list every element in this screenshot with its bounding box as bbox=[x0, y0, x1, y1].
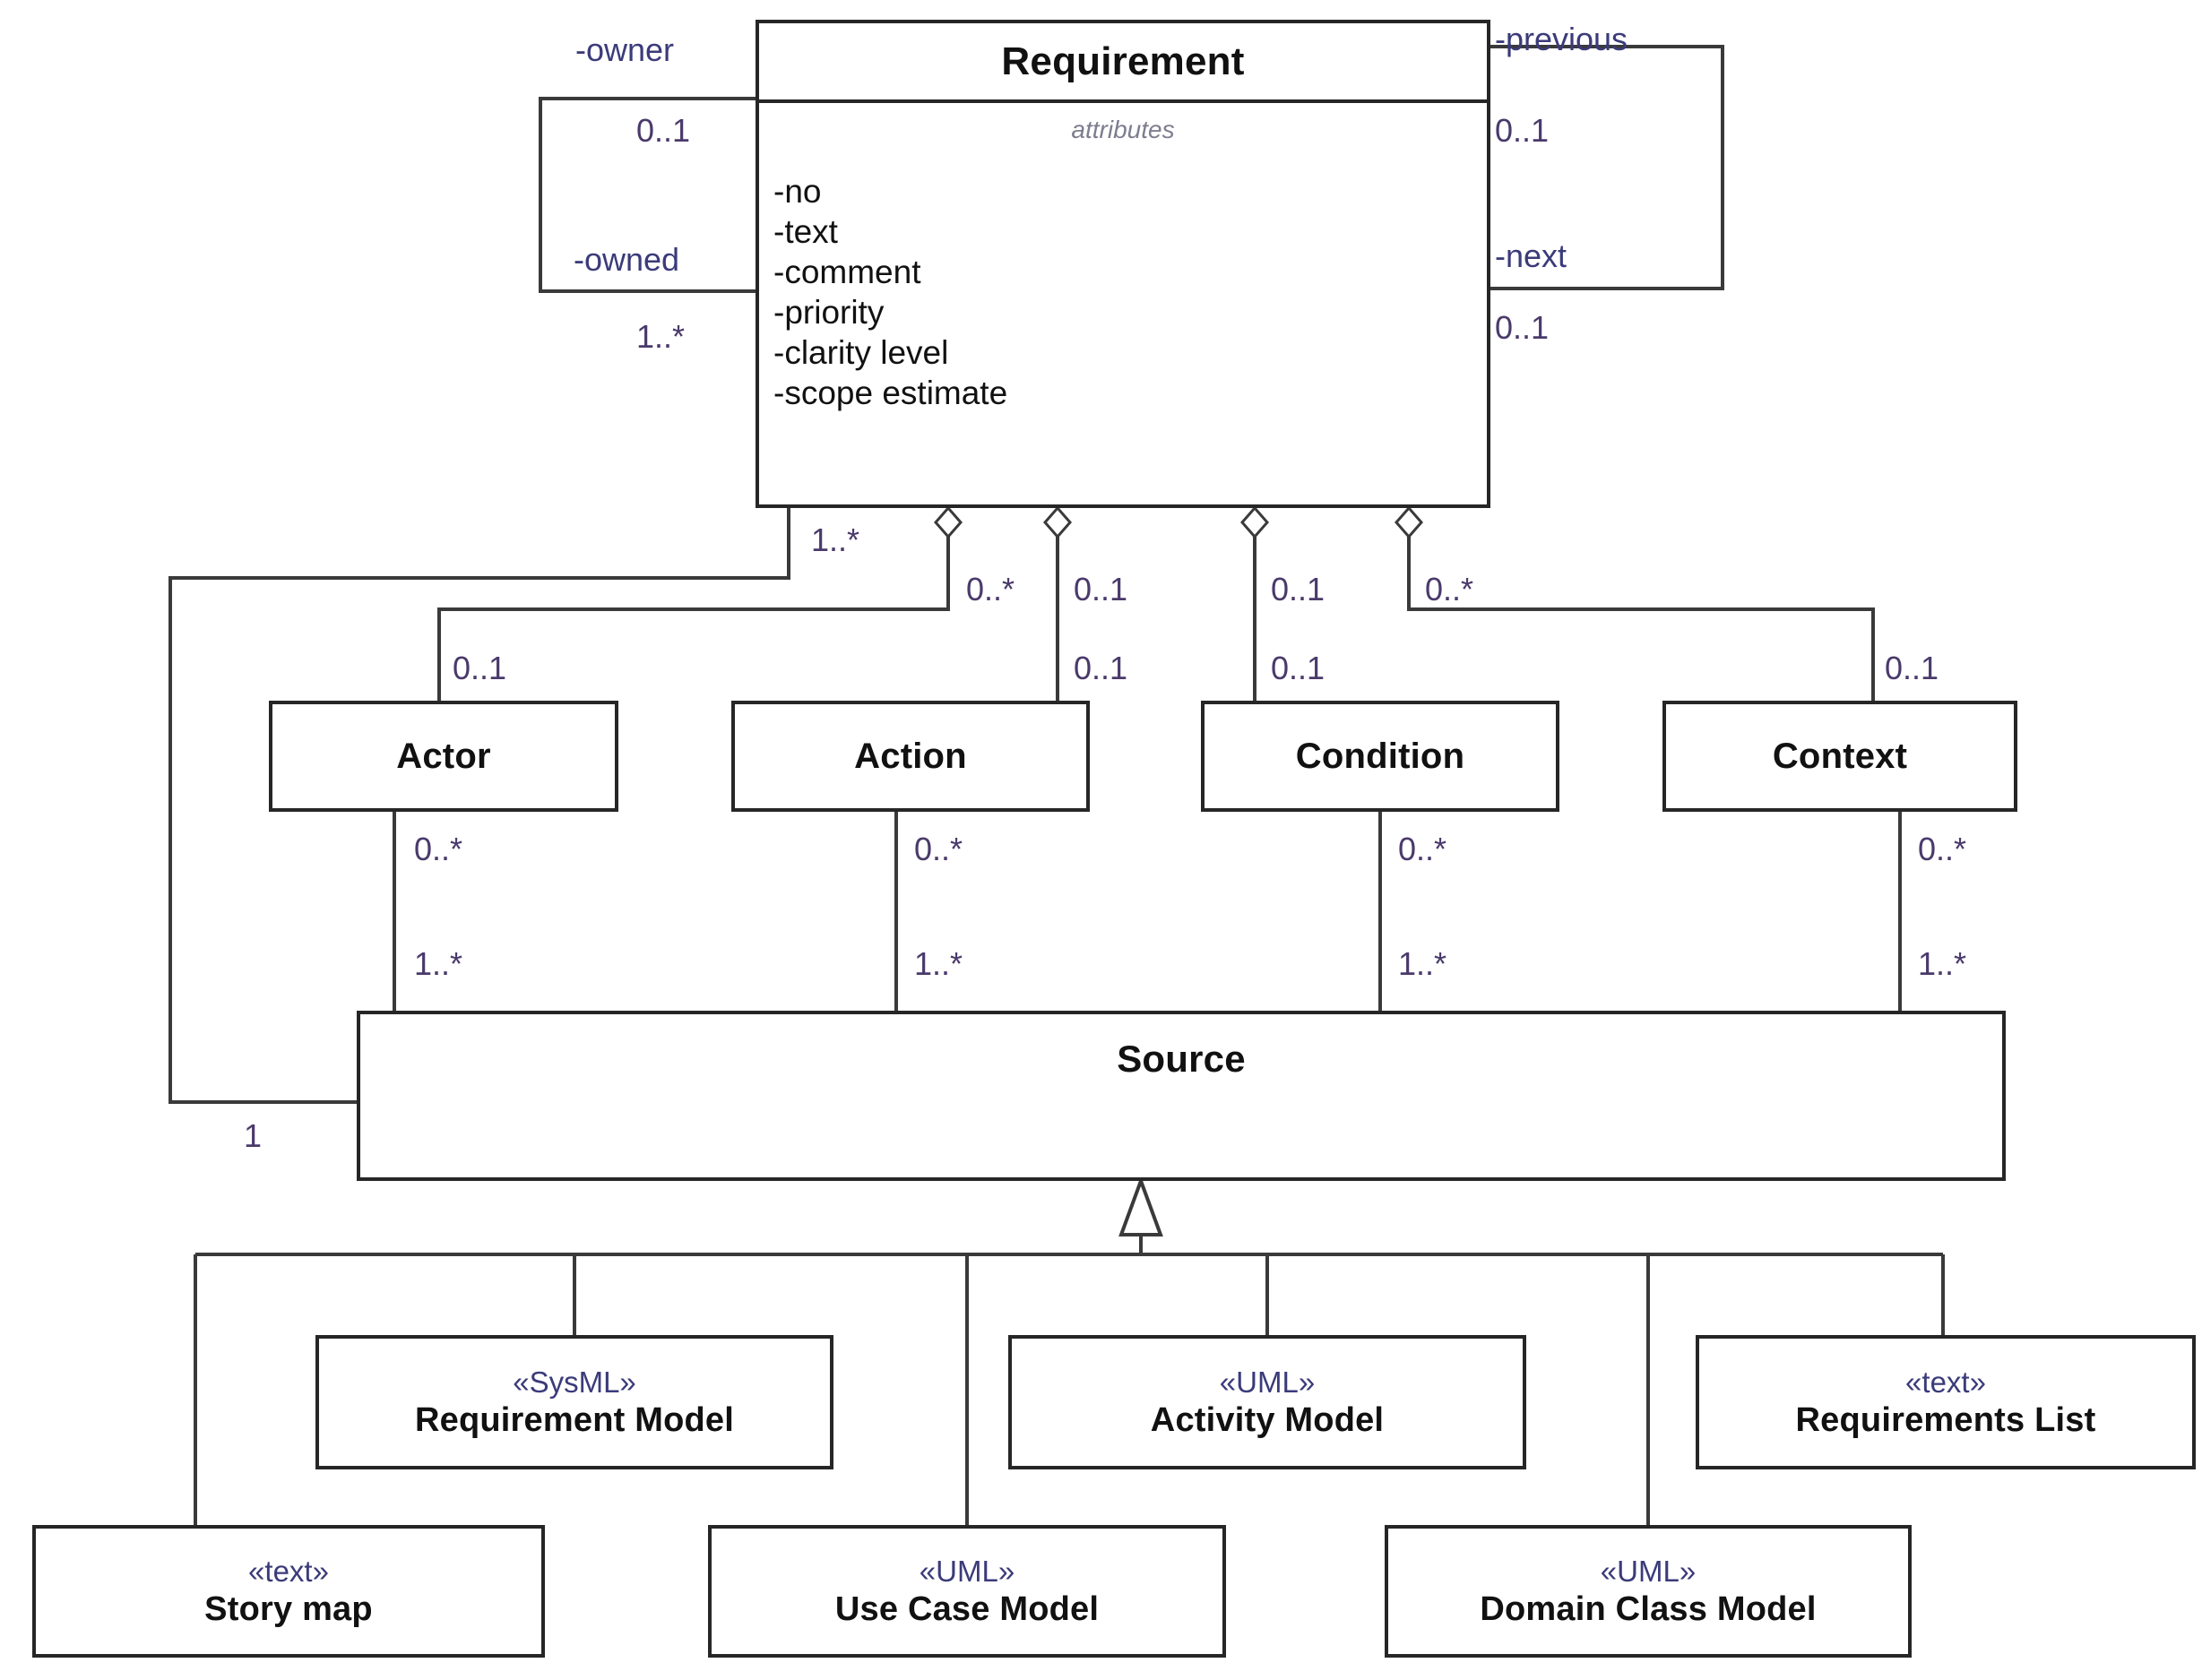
class-name-action: Action bbox=[854, 736, 967, 776]
class-box-domain-class-model[interactable]: «UML» Domain Class Model bbox=[1385, 1525, 1912, 1658]
attribute-item: -comment bbox=[773, 254, 921, 290]
class-name-requirement-model: Requirement Model bbox=[415, 1400, 734, 1439]
stereotype-uml: «UML» bbox=[919, 1554, 1015, 1588]
mult-label-action-source-bottom: 1..* bbox=[914, 945, 963, 982]
attribute-item: -no bbox=[773, 173, 822, 210]
class-name-story-map: Story map bbox=[204, 1590, 373, 1628]
class-box-requirement-model[interactable]: «SysML» Requirement Model bbox=[315, 1335, 833, 1469]
class-box-use-case-model[interactable]: «UML» Use Case Model bbox=[708, 1525, 1226, 1658]
mult-label-action-source-top: 0..* bbox=[914, 831, 963, 867]
attribute-list: -no -text -comment -priority -clarity le… bbox=[773, 171, 1007, 413]
class-name-actor: Actor bbox=[396, 736, 491, 776]
stereotype-uml: «UML» bbox=[1600, 1554, 1697, 1588]
stereotype-sysml: «SysML» bbox=[513, 1365, 636, 1399]
class-name-activity-model: Activity Model bbox=[1150, 1400, 1385, 1439]
mult-label-context-aggregation: 0..* bbox=[1425, 571, 1474, 607]
mult-label-actor-source-top: 0..* bbox=[414, 831, 463, 867]
mult-label-owned: 1..* bbox=[636, 318, 686, 355]
mult-label-actor-aggregation: 0..* bbox=[966, 571, 1015, 607]
attributes-caption: attributes bbox=[1071, 116, 1175, 143]
mult-label-actor-source-bottom: 1..* bbox=[414, 945, 463, 982]
mult-label-source-requirement: 1 bbox=[244, 1117, 263, 1154]
attribute-item: -clarity level bbox=[773, 334, 949, 371]
class-header-requirement: Requirement bbox=[759, 23, 1487, 103]
class-box-context[interactable]: Context bbox=[1662, 701, 2017, 812]
stereotype-text: «text» bbox=[1905, 1365, 1986, 1399]
class-name-condition: Condition bbox=[1295, 736, 1465, 776]
mult-label-condition-end: 0..1 bbox=[1271, 650, 1326, 686]
mult-label-requirement-source: 1..* bbox=[811, 521, 860, 558]
class-name-use-case-model: Use Case Model bbox=[834, 1590, 1100, 1628]
class-name-requirement: Requirement bbox=[1001, 39, 1245, 83]
class-box-condition[interactable]: Condition bbox=[1201, 701, 1559, 812]
role-label-previous: -previous bbox=[1495, 21, 1628, 57]
attribute-item: -text bbox=[773, 213, 838, 250]
mult-label-context-end: 0..1 bbox=[1885, 650, 1939, 686]
class-box-story-map[interactable]: «text» Story map bbox=[32, 1525, 545, 1658]
mult-label-condition-aggregation: 0..1 bbox=[1271, 571, 1326, 607]
class-body-requirement: attributes -no -text -comment -priority … bbox=[759, 103, 1487, 508]
mult-label-condition-source-bottom: 1..* bbox=[1398, 945, 1447, 982]
attribute-item: -scope estimate bbox=[773, 375, 1008, 411]
mult-label-context-source-bottom: 1..* bbox=[1918, 945, 1967, 982]
mult-label-owner: 0..1 bbox=[636, 112, 691, 149]
class-box-actor[interactable]: Actor bbox=[269, 701, 618, 812]
mult-label-next: 0..1 bbox=[1495, 309, 1550, 346]
class-name-source: Source bbox=[1117, 1038, 1246, 1080]
mult-label-context-source-top: 0..* bbox=[1918, 831, 1967, 867]
class-box-action[interactable]: Action bbox=[731, 701, 1090, 812]
attribute-item: -priority bbox=[773, 294, 885, 331]
role-label-next: -next bbox=[1495, 237, 1567, 274]
role-label-owned: -owned bbox=[574, 241, 680, 278]
mult-label-action-aggregation: 0..1 bbox=[1074, 571, 1128, 607]
mult-label-previous: 0..1 bbox=[1495, 112, 1550, 149]
mult-label-condition-source-top: 0..* bbox=[1398, 831, 1447, 867]
class-box-requirements-list[interactable]: «text» Requirements List bbox=[1696, 1335, 2196, 1469]
stereotype-uml: «UML» bbox=[1219, 1365, 1316, 1399]
stereotype-text: «text» bbox=[248, 1554, 329, 1588]
class-name-domain-class-model: Domain Class Model bbox=[1480, 1590, 1817, 1628]
class-box-source[interactable]: Source bbox=[357, 1011, 2006, 1181]
class-box-requirement[interactable]: Requirement attributes -no -text -commen… bbox=[756, 20, 1490, 508]
class-name-context: Context bbox=[1772, 736, 1908, 776]
class-name-requirements-list: Requirements List bbox=[1795, 1400, 2096, 1439]
role-label-owner: -owner bbox=[575, 31, 675, 68]
mult-label-actor-end: 0..1 bbox=[453, 650, 507, 686]
class-box-activity-model[interactable]: «UML» Activity Model bbox=[1008, 1335, 1526, 1469]
mult-label-action-end: 0..1 bbox=[1074, 650, 1128, 686]
